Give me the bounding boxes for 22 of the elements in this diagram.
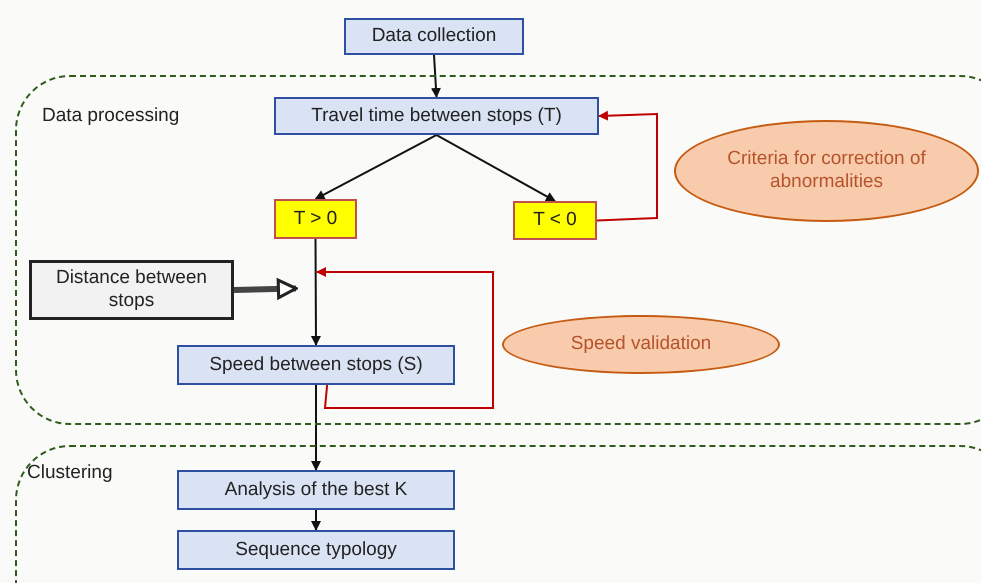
condition-box: T > 0 (274, 199, 357, 239)
arrow (311, 510, 321, 531)
dashed-group (15, 75, 981, 425)
criteria-ellipse: Criteria for correction of abnormalities (674, 120, 979, 222)
group-label: Clustering (27, 462, 113, 485)
process-box: Analysis of the best K (177, 470, 455, 510)
arrow (430, 54, 441, 98)
arrow (316, 267, 494, 409)
process-box: Speed between stops (S) (177, 345, 455, 385)
arrow (311, 385, 321, 471)
process-box: Sequence typology (177, 530, 455, 570)
arrow (314, 134, 437, 200)
validation-ellipse: Speed validation (502, 315, 780, 374)
group-label: Data processing (42, 105, 180, 128)
process-box: Travel time between stops (T) (274, 97, 599, 135)
input-box: Distance between stops (29, 260, 234, 320)
arrow (310, 239, 321, 346)
condition-box: T < 0 (513, 201, 597, 240)
arrow (596, 110, 658, 222)
block-arrow (234, 278, 298, 300)
process-box: Data collection (344, 18, 524, 55)
arrow (436, 134, 556, 202)
